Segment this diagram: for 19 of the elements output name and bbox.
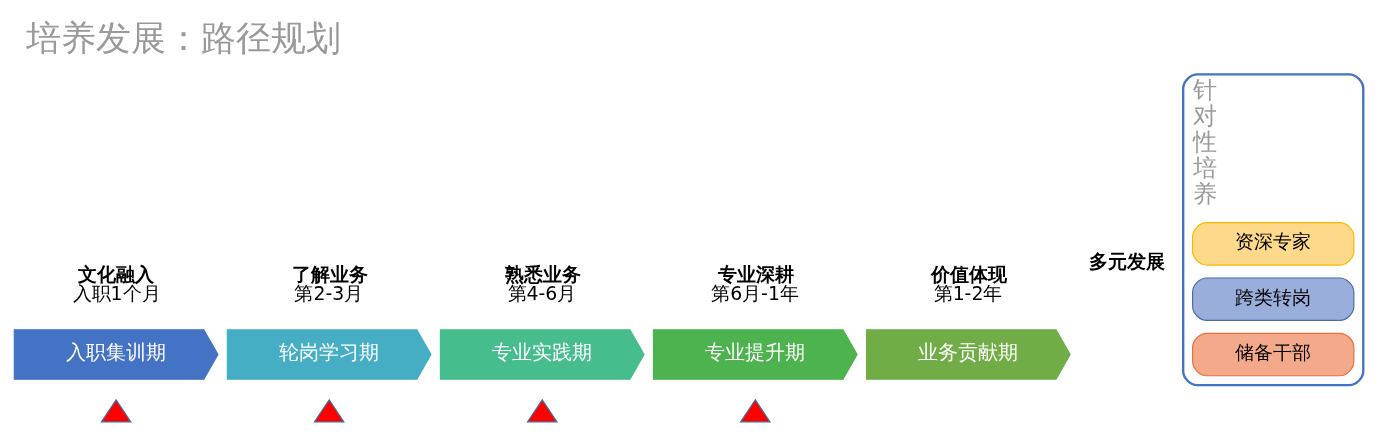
node-triangle — [526, 398, 559, 423]
node-label: 第6月-1年 — [711, 283, 799, 305]
node-triangle — [739, 398, 772, 423]
node-label: 价值体现 — [930, 264, 1007, 286]
node-label: 文化融入 — [78, 264, 155, 286]
node-label: 多元发展 — [1089, 251, 1166, 273]
node-box: 跨类转岗 — [1192, 277, 1355, 321]
diagram-title: 培养发展：路径规划 — [25, 16, 341, 58]
node-label: 入职1个月 — [72, 283, 161, 305]
node-label: 熟悉业务 — [504, 264, 581, 286]
node-label: 第1-2年 — [933, 283, 1003, 305]
node-triangle — [313, 398, 345, 423]
node-triangle — [100, 398, 132, 423]
node-box: 资深专家 — [1192, 222, 1355, 266]
node-box: 储备干部 — [1192, 332, 1355, 377]
node-label: 了解业务 — [291, 264, 368, 286]
node-label: 第2-3月 — [294, 283, 364, 305]
node-label: 专业深耕 — [717, 264, 794, 286]
node-label: 第4-6月 — [507, 283, 577, 305]
